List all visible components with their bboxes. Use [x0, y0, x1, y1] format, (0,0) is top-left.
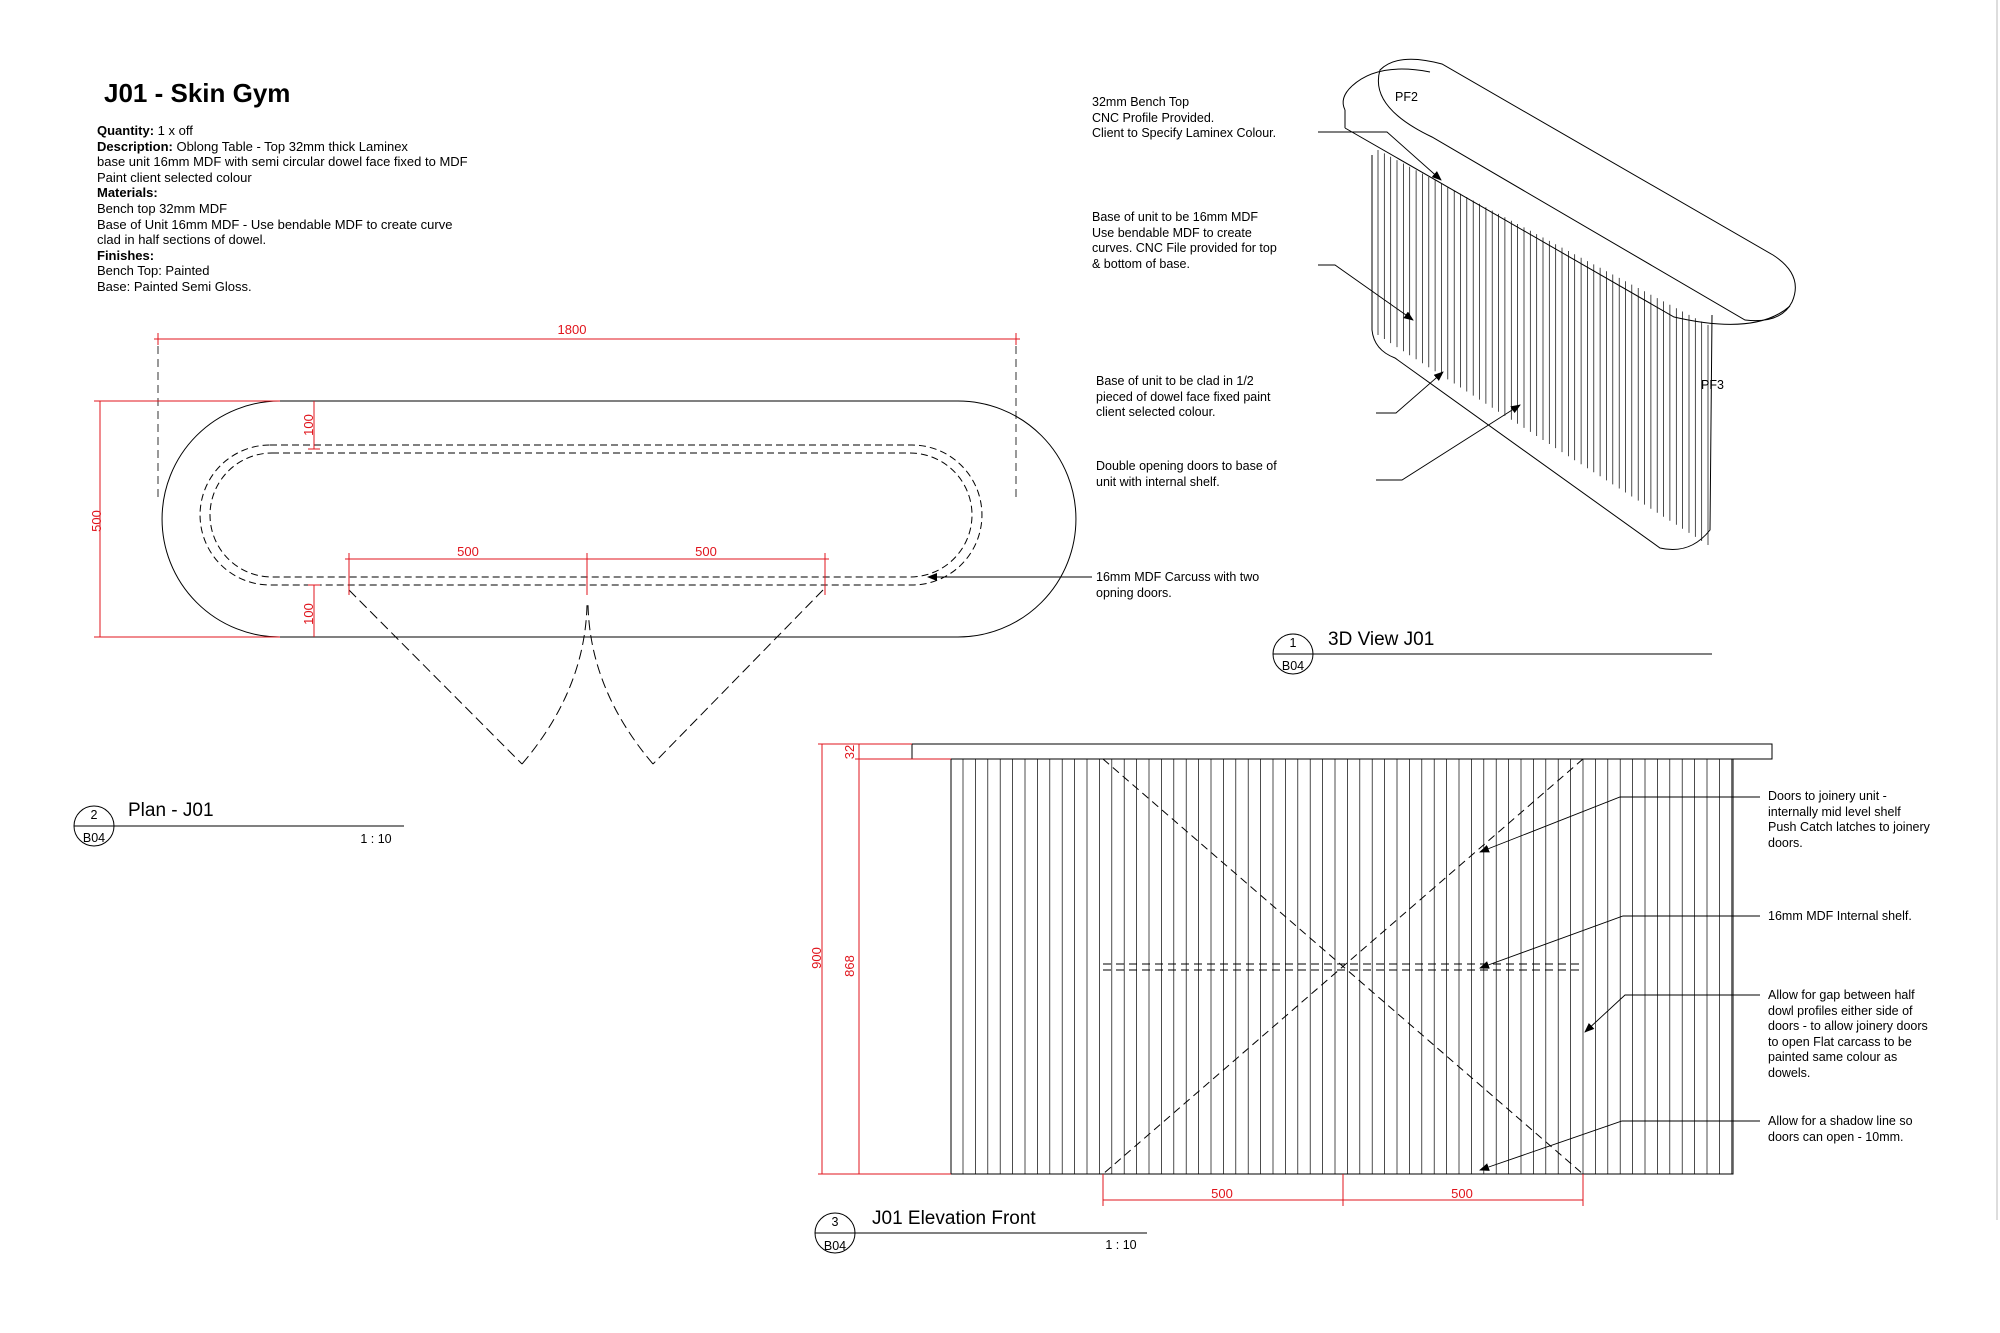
iso-view-sheet-ref: B04: [1282, 659, 1304, 673]
dim-500-left: 500: [457, 544, 479, 559]
note-dowel-cladding: Base of unit to be clad in 1/2 pieced of…: [1096, 374, 1271, 419]
spec-row: Description: Oblong Table - Top 32mm thi…: [97, 139, 468, 155]
note-base-mdf: Base of unit to be 16mm MDF Use bendable…: [1092, 210, 1277, 271]
spec-text: Bench top 32mm MDF: [97, 200, 228, 216]
iso-base-body: [1371, 155, 1713, 550]
plan-view-sheet-ref: B04: [83, 831, 105, 845]
dim-500-elev-right: 500: [1451, 1186, 1473, 1201]
elevation-view-scale: 1 : 10: [1105, 1238, 1136, 1252]
spec-row: Base: Painted Semi Gloss.: [97, 279, 468, 295]
spec-text: Bench Top: Painted: [97, 263, 210, 279]
spec-row: Materials:: [97, 185, 468, 201]
spec-row: Paint client selected colour: [97, 170, 468, 186]
spec-label: Description:: [97, 138, 173, 154]
iso-drawing: [1342, 58, 1796, 550]
note-door-shelf: Doors to joinery unit - internally mid l…: [1768, 789, 1930, 850]
spec-label: Finishes:: [97, 247, 155, 263]
spec-text: Base: Painted Semi Gloss.: [97, 278, 252, 294]
spec-label: Materials:: [97, 185, 158, 201]
plan-view-title: 2 B04 Plan - J01 1 : 10: [73, 800, 404, 847]
elevation-view-number: 3: [832, 1215, 839, 1229]
elevation-bench-top: [911, 743, 1773, 760]
dim-900: 900: [809, 947, 824, 969]
plan-drawing: [157, 333, 1077, 765]
spec-row: Quantity: 1 x off: [97, 123, 468, 139]
spec-text: Paint client selected colour: [97, 169, 252, 185]
dim-868: 868: [842, 955, 857, 977]
spec-row: Bench Top: Painted: [97, 263, 468, 279]
iso-leaders: [1318, 131, 1521, 481]
dim-500-width: 500: [89, 510, 104, 532]
dim-100-bottom: 100: [301, 603, 316, 625]
plan-view-name: Plan - J01: [128, 800, 214, 821]
spec-row: clad in half sections of dowel.: [97, 232, 468, 248]
dim-32: 32: [842, 745, 857, 759]
plan-door-swings: [348, 589, 824, 765]
spec-row: base unit 16mm MDF with semi circular do…: [97, 154, 468, 170]
note-internal-shelf: 16mm MDF Internal shelf.: [1768, 909, 1912, 923]
note-doors: Double opening doors to base of unit wit…: [1096, 459, 1277, 489]
note-carcass: 16mm MDF Carcuss with two opning doors.: [1096, 570, 1260, 600]
iso-label-pf2: PF2: [1395, 90, 1418, 104]
spec-text: clad in half sections of dowel.: [97, 232, 267, 248]
dim-100-top: 100: [301, 414, 316, 436]
note-dowel-gap: Allow for gap between half dowl profiles…: [1768, 988, 1928, 1080]
elevation-leaders: [1479, 796, 1760, 1171]
iso-view-number: 1: [1290, 636, 1297, 650]
spec-text: Oblong Table - Top 32mm thick Laminex: [172, 138, 408, 154]
plan-carcass-outline: [199, 444, 983, 586]
note-bench-top: 32mm Bench Top CNC Profile Provided. Cli…: [1092, 95, 1277, 140]
dim-500-elev-left: 500: [1211, 1186, 1233, 1201]
iso-view-name: 3D View J01: [1328, 629, 1434, 650]
elevation-view-title: 3 B04 J01 Elevation Front 1 : 10: [814, 1208, 1147, 1254]
dim-500-right: 500: [695, 544, 717, 559]
sheet-title: J01 - Skin Gym: [104, 78, 291, 108]
spec-row: Bench top 32mm MDF: [97, 201, 468, 217]
elevation-view-sheet-ref: B04: [824, 1239, 846, 1253]
plan-view-scale: 1 : 10: [360, 832, 391, 846]
spec-label: Quantity:: [97, 123, 155, 138]
plan-dimensions: 1800 500 100 100 500 500: [89, 322, 1020, 638]
elevation-drawing: [911, 743, 1773, 1175]
plan-top-outline: [161, 400, 1077, 638]
spec-text: base unit 16mm MDF with semi circular do…: [97, 154, 468, 170]
note-shadow-line: Allow for a shadow line so doors can ope…: [1768, 1114, 1913, 1144]
iso-label-pf3: PF3: [1701, 378, 1724, 392]
elevation-view-name: J01 Elevation Front: [872, 1208, 1036, 1229]
spec-row: Base of Unit 16mm MDF - Use bendable MDF…: [97, 217, 468, 233]
elevation-base: [950, 758, 1734, 1175]
iso-view-title: 1 B04 3D View J01: [1272, 629, 1712, 675]
spec-text: 1 x off: [154, 123, 193, 138]
elevation-dimensions: 32 900 868 500 500: [809, 743, 1584, 1206]
spec-row: Finishes:: [97, 248, 468, 264]
plan-view-number: 2: [91, 808, 98, 822]
iso-top-slab: [1377, 58, 1796, 322]
dim-1800: 1800: [558, 322, 587, 337]
spec-text: Base of Unit 16mm MDF - Use bendable MDF…: [97, 216, 453, 232]
elevation-hidden-lines: [1102, 758, 1584, 1175]
